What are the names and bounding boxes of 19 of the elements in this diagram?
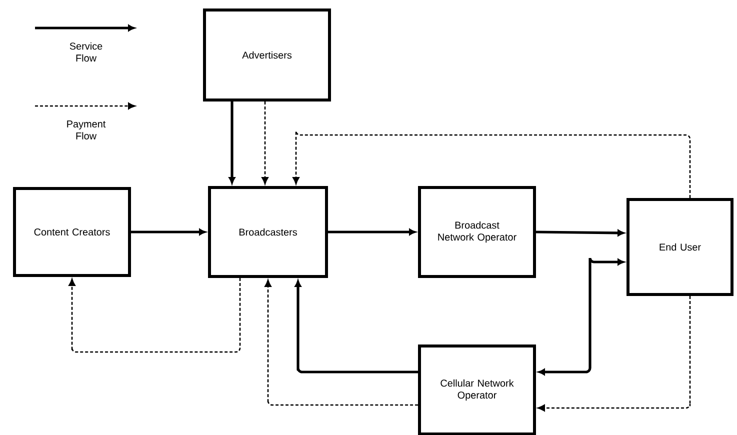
arrow <box>228 102 236 184</box>
process-box: Cellular Network Operator <box>418 344 536 435</box>
arrow <box>131 228 206 236</box>
process-box: Broadcast Network Operator <box>418 186 536 278</box>
process-box: Broadcasters <box>208 186 328 278</box>
arrow <box>538 296 691 412</box>
arrow <box>264 280 418 406</box>
legend-label: Payment Flow <box>67 120 106 140</box>
arrow <box>328 228 416 236</box>
arrow <box>68 278 241 353</box>
process-box: Advertisers <box>203 8 331 102</box>
legend-label: Service Flow <box>70 42 102 62</box>
process-box: End User <box>626 198 734 296</box>
process-box: Content Creators <box>13 187 131 277</box>
arrow <box>262 102 268 184</box>
arrow <box>292 130 691 198</box>
arrow <box>536 230 624 236</box>
arrow <box>538 256 624 376</box>
arrow <box>294 280 418 374</box>
